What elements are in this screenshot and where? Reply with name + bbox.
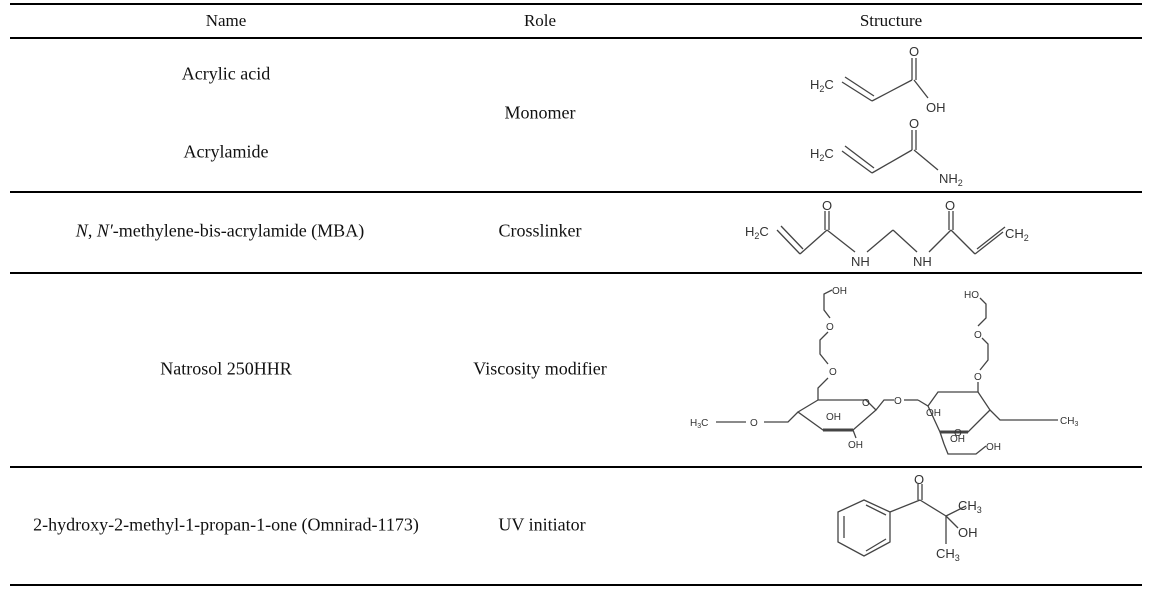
atom-label-nh2: NH2: [939, 171, 963, 188]
atom-label-ch3: CH3: [958, 498, 982, 515]
atom-label-ch3: CH3: [936, 546, 960, 563]
cell-name-acrylic-acid: Acrylic acid: [181, 63, 271, 84]
row-divider: [10, 191, 1142, 193]
svg-text:O: O: [974, 372, 982, 383]
row-divider: [10, 272, 1142, 274]
atom-label-h2c: H2C: [810, 146, 834, 163]
cell-name-mba: N, N′-methylene-bis-acrylamide (MBA): [75, 220, 365, 241]
atom-label-o: O: [945, 198, 955, 213]
column-header-name: Name: [205, 11, 247, 30]
row-divider: [10, 466, 1142, 468]
structure-acrylic-acid: H2C O OH: [808, 44, 968, 124]
cell-role-monomer: Monomer: [504, 102, 576, 123]
svg-text:O: O: [826, 322, 834, 333]
cell-name-acrylamide: Acrylamide: [183, 141, 269, 162]
atom-label-o: O: [909, 44, 919, 59]
svg-text:O: O: [750, 418, 758, 429]
column-header-structure: Structure: [859, 11, 923, 30]
cell-name-natrosol: Natrosol 250HHR: [160, 358, 292, 379]
cell-name-omnirad: 2-hydroxy-2-methyl-1-propan-1-one (Omnir…: [33, 514, 419, 535]
svg-text:O: O: [894, 396, 902, 407]
structure-mba: H2C O NH NH O CH2: [745, 198, 1045, 275]
atom-label-h2c: H2C: [810, 77, 834, 94]
svg-text:CH3: CH3: [1060, 416, 1078, 428]
svg-text:OH: OH: [848, 440, 863, 451]
atom-label-ch2: CH2: [1005, 226, 1029, 243]
table-bottom-rule: [10, 584, 1142, 586]
atom-label-h2c: H2C: [745, 224, 769, 241]
cell-role-uv-initiator: UV initiator: [498, 514, 586, 535]
atom-label-o: O: [909, 116, 919, 131]
svg-text:OH: OH: [986, 442, 1001, 453]
cell-role-crosslinker: Crosslinker: [498, 220, 582, 241]
table-top-rule: [10, 3, 1142, 5]
structure-acrylamide: H2C O NH2: [808, 116, 978, 193]
svg-text:OH: OH: [926, 408, 941, 419]
atom-label-nh: NH: [913, 254, 932, 269]
svg-text:OH: OH: [950, 434, 965, 445]
cell-role-viscosity-modifier: Viscosity modifier: [473, 358, 607, 379]
atom-label-o: O: [822, 198, 832, 213]
atom-label-oh: OH: [926, 100, 946, 115]
svg-text:O: O: [862, 398, 870, 409]
svg-text:OH: OH: [832, 286, 847, 297]
svg-text:HO: HO: [964, 290, 979, 301]
column-header-role: Role: [523, 11, 557, 30]
structure-hydroxyethyl-cellulose: OH O O O OH OH O H3C O OH O: [688, 282, 1098, 462]
atom-label-o: O: [914, 472, 924, 487]
atom-label-nh: NH: [851, 254, 870, 269]
svg-text:O: O: [954, 428, 962, 439]
structure-omnirad-1173: O CH3 OH CH3: [808, 472, 988, 587]
svg-text:H3C: H3C: [690, 418, 708, 430]
svg-text:OH: OH: [826, 412, 841, 423]
header-bottom-rule: [10, 37, 1142, 39]
svg-text:O: O: [974, 330, 982, 341]
svg-text:O: O: [829, 367, 837, 378]
atom-label-oh: OH: [958, 525, 978, 540]
